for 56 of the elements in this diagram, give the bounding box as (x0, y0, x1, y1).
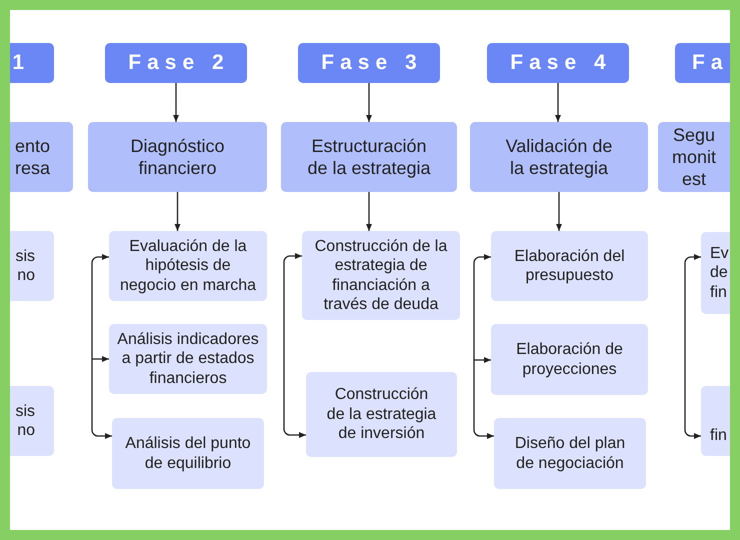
stage-box (10, 122, 73, 192)
task-text: sis no (15, 246, 35, 286)
task-text: Elaboración del presupuesto (514, 246, 625, 286)
connector-arrow (174, 192, 180, 231)
stage-title: Estructuración de la estrategia (307, 135, 431, 179)
phase-title: Fase 3 (320, 50, 423, 76)
connector-arrow (366, 83, 372, 122)
stage-box (658, 122, 730, 192)
connector-arrow (474, 357, 491, 363)
phase-title: Fa (692, 50, 729, 76)
task-box (109, 324, 267, 394)
task-box (491, 231, 648, 301)
stage-box (88, 122, 267, 192)
stage-title: Validación de la estrategia (506, 135, 612, 179)
phase-title: Fase 4 (509, 50, 612, 76)
connector-arrow (283, 253, 306, 438)
task-text: fin (710, 426, 727, 446)
task-box (306, 372, 457, 457)
phase-box (675, 43, 730, 83)
phase-box (487, 43, 629, 83)
stage-title: Segu monit est (672, 124, 716, 190)
stage-title: Diagnóstico financiero (130, 135, 225, 179)
task-box (701, 386, 730, 456)
phase-box (10, 43, 54, 83)
connector-arrow (684, 254, 701, 439)
connector-arrow (91, 254, 112, 439)
task-box (109, 231, 267, 301)
task-box (701, 232, 730, 314)
task-text: Análisis indicadores a partir de estados financieros (117, 330, 259, 388)
stage-title: ento resa (14, 135, 50, 179)
stage-box (281, 122, 457, 192)
task-box (10, 386, 54, 456)
connector-arrow (366, 192, 372, 231)
connector-arrow (555, 83, 561, 122)
connector-arrow (556, 192, 562, 231)
task-box (302, 231, 460, 320)
task-box (494, 418, 646, 489)
phase-title: 1 (12, 50, 30, 76)
task-text: Construcción de la estrategia de financiación a través de deuda (314, 236, 448, 314)
task-text: Ev de fin (710, 244, 729, 302)
connector-arrow (473, 254, 494, 439)
task-box (491, 324, 648, 395)
task-box (112, 418, 264, 489)
phase-box (298, 43, 440, 83)
phase-title: Fase 2 (127, 50, 230, 76)
task-box (10, 231, 54, 301)
task-text: Elaboración de proyecciones (516, 340, 623, 379)
stage-box (470, 122, 648, 192)
phase-box (105, 43, 247, 83)
connector-arrow (173, 83, 179, 122)
task-text: Diseño del plan de negociación (514, 434, 626, 473)
task-text: sis no (15, 402, 35, 440)
connector-arrow (92, 356, 109, 362)
task-text: Análisis del punto de equilibrio (125, 434, 251, 473)
task-text: Construcción de la estrategia de inversión (326, 385, 436, 444)
task-text: Evaluación de la hipótesis de negocio en marcha (120, 236, 256, 296)
